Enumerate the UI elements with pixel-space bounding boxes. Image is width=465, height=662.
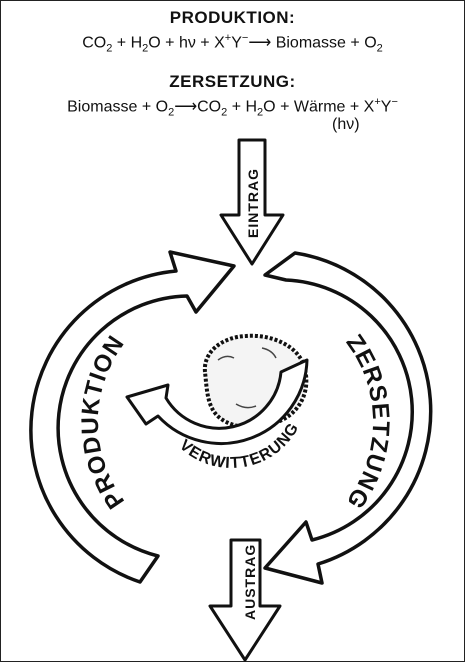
production-cycle-arrow (31, 252, 234, 582)
output-arrow-label: AUSTRAG (242, 544, 258, 620)
production-label: PRODUKTION (77, 330, 130, 513)
input-arrow-label: EINTRAG (245, 168, 261, 238)
decomposition-cycle-arrow (265, 253, 431, 583)
decomposition-label: ZERSETZUNG (341, 330, 395, 514)
